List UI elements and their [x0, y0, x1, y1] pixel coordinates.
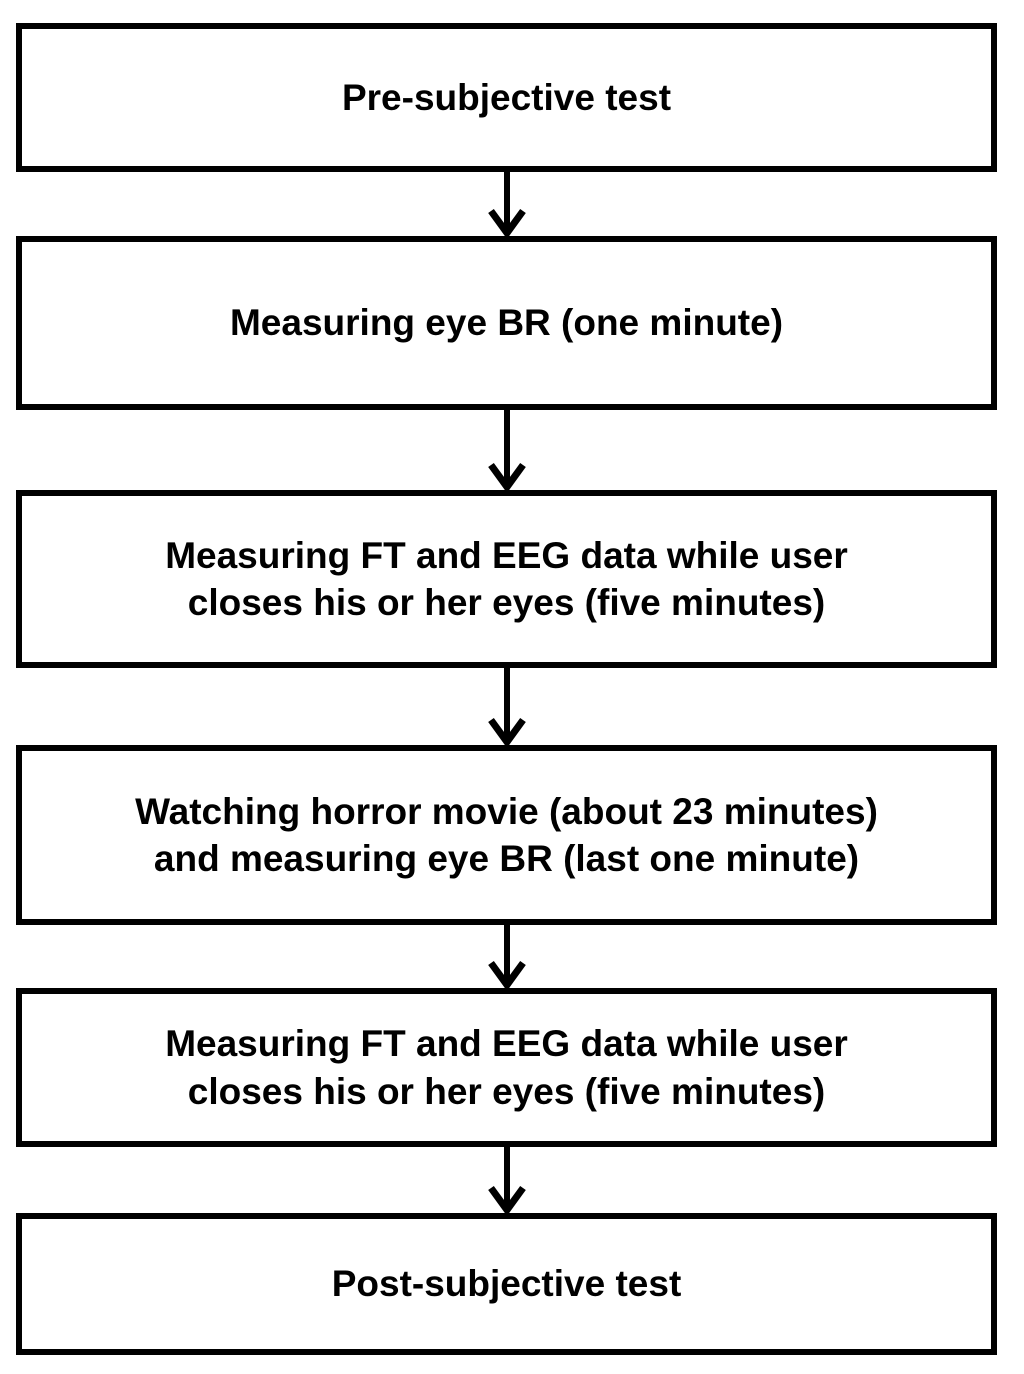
down-arrow-icon: [487, 925, 526, 988]
down-arrow-icon: [487, 1147, 526, 1213]
step-4-label-line-1: Watching horror movie (about 23 minutes): [135, 790, 878, 832]
down-arrow-icon: [487, 668, 526, 745]
step-3-box: Measuring FT and EEG data while user clo…: [16, 490, 997, 668]
step-5-box: Measuring FT and EEG data while user clo…: [16, 988, 997, 1147]
step-3-label-line-1: Measuring FT and EEG data while user: [165, 534, 848, 576]
step-3-label-line-2: closes his or her eyes (five minutes): [187, 582, 826, 623]
step-1-box: Pre-subjective test: [16, 23, 997, 172]
step-1-label: Pre-subjective test: [341, 76, 672, 118]
down-arrow-icon: [487, 410, 526, 490]
step-4-box: Watching horror movie (about 23 minutes)…: [16, 745, 997, 925]
flowchart: Pre-subjective test Measuring eye BR (on…: [16, 23, 997, 1355]
step-5-label-line-2: closes his or her eyes (five minutes): [187, 1070, 826, 1112]
down-arrow-icon: [487, 172, 526, 236]
step-2-label: Measuring eye BR (one minute): [229, 302, 784, 344]
step-6-label: Post-subjective test: [331, 1263, 682, 1305]
step-5-label-line-1: Measuring FT and EEG data while user: [165, 1023, 848, 1065]
step-2-box: Measuring eye BR (one minute): [16, 236, 997, 410]
step-6-box: Post-subjective test: [16, 1213, 997, 1355]
step-4-label-line-2: and measuring eye BR (last one minute): [153, 838, 860, 879]
